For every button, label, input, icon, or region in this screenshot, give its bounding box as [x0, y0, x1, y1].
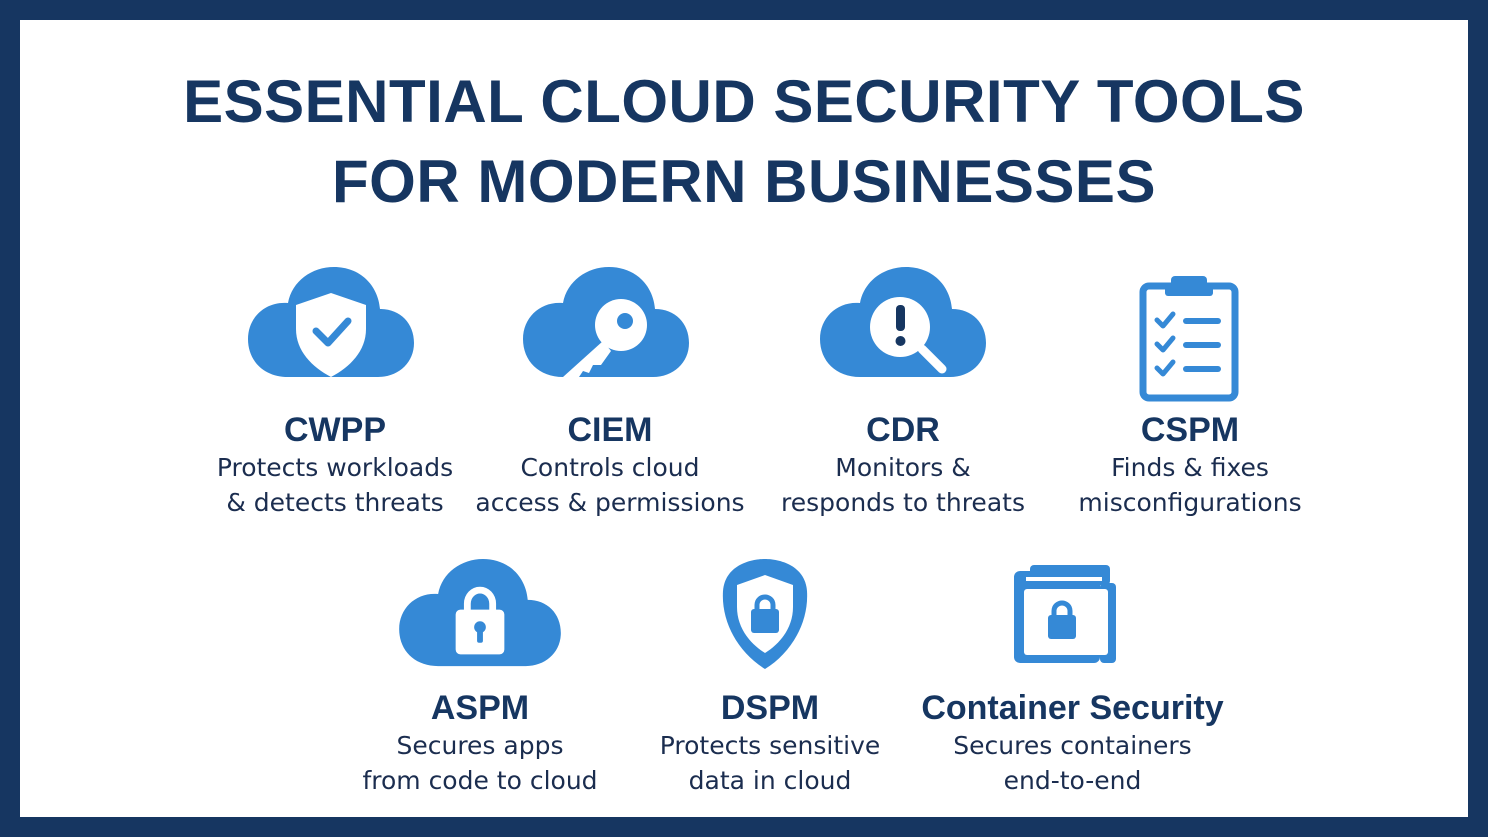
tool-name: CSPM: [1140, 411, 1240, 449]
tool-name: ASPM: [430, 689, 530, 727]
shield-lock-icon: [722, 559, 808, 669]
tool-name: CDR: [866, 411, 940, 449]
tool-cdr: CDR Monitors &responds to threats: [758, 260, 1048, 520]
tool-description: Protects workloads& detects threats: [216, 453, 454, 517]
cloud-magnifier-alert-icon: [820, 267, 986, 377]
content-frame: [20, 20, 1468, 817]
tool-name: CWPP: [284, 411, 386, 449]
container-lock-icon: [1014, 565, 1116, 663]
cloud-lock-icon: [399, 558, 561, 667]
cloud-shield-check-icon: [248, 267, 414, 377]
tool-description: Monitors &responds to threats: [781, 453, 1025, 517]
tool-name: CIEM: [567, 411, 653, 449]
tool-cwpp: CWPP Protects workloads& detects threats: [190, 260, 480, 520]
clipboard-checklist-icon: [1139, 276, 1239, 402]
cloud-key-icon: [523, 267, 689, 377]
tool-name: Container Security: [921, 689, 1224, 727]
tool-name: DSPM: [720, 689, 820, 727]
title-line-1: ESSENTIAL CLOUD SECURITY TOOLS: [183, 68, 1305, 135]
page-title: ESSENTIAL CLOUD SECURITY TOOLS FOR MODER…: [0, 62, 1488, 222]
title-line-2: FOR MODERN BUSINESSES: [332, 148, 1156, 215]
